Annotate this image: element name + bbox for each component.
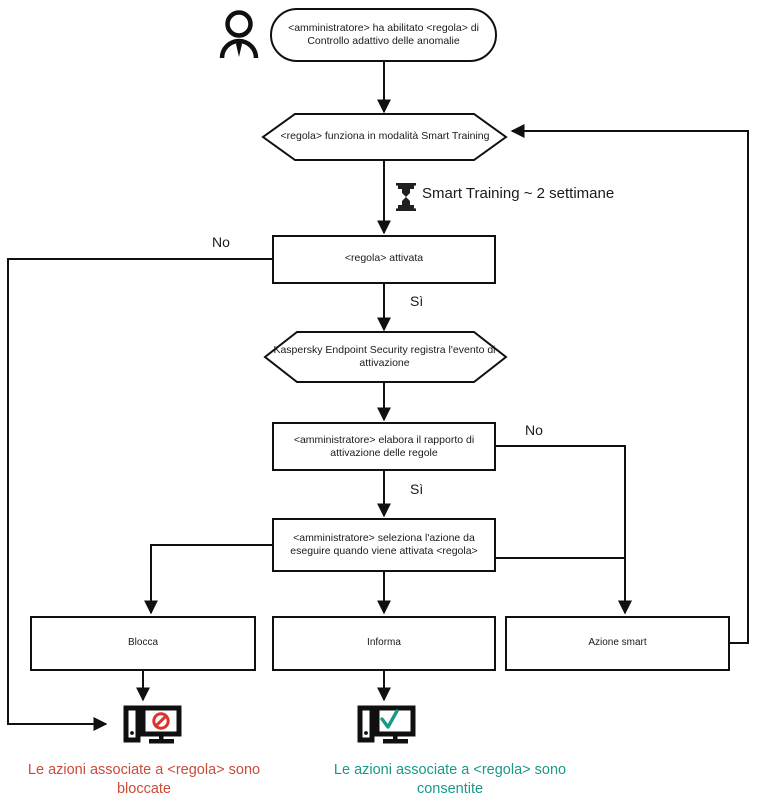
caption-allowed: Le azioni associate a <regola> sono cons… bbox=[333, 762, 567, 797]
edge-label-rule-activated-yes: Sì bbox=[410, 293, 424, 309]
smart-training-duration-note: Smart Training ~ 2 settimane bbox=[422, 185, 615, 202]
node-admin-report-shape bbox=[272, 422, 496, 471]
node-action-smart-shape bbox=[505, 616, 730, 671]
edge-azione-smart-loopback bbox=[510, 124, 749, 644]
node-start-shape bbox=[270, 8, 497, 62]
edge-select-to-azione-smart bbox=[495, 557, 632, 615]
edge-label-admin-report-no: No bbox=[525, 422, 543, 438]
actor-icon bbox=[219, 10, 259, 59]
edge-label-rule-activated-no: No bbox=[212, 234, 230, 250]
computer-allowed-icon bbox=[357, 705, 416, 744]
edge-select-to-blocca bbox=[144, 544, 273, 615]
node-action-inform-shape bbox=[272, 616, 496, 671]
computer-blocked-icon bbox=[123, 705, 182, 744]
edge-label-admin-report-yes: Sì bbox=[410, 481, 424, 497]
hourglass-icon bbox=[396, 183, 416, 211]
node-smart-training-shape bbox=[261, 113, 508, 161]
edge-admin-report-no bbox=[495, 445, 632, 615]
caption-blocked: Le azioni associate a <regola> sono bloc… bbox=[27, 762, 261, 797]
node-kes-logs-shape bbox=[263, 331, 508, 383]
node-action-block-shape bbox=[30, 616, 256, 671]
node-admin-select-action-shape bbox=[272, 518, 496, 572]
edge-rule-activated-no bbox=[7, 258, 273, 731]
node-rule-activated-shape bbox=[272, 235, 496, 284]
